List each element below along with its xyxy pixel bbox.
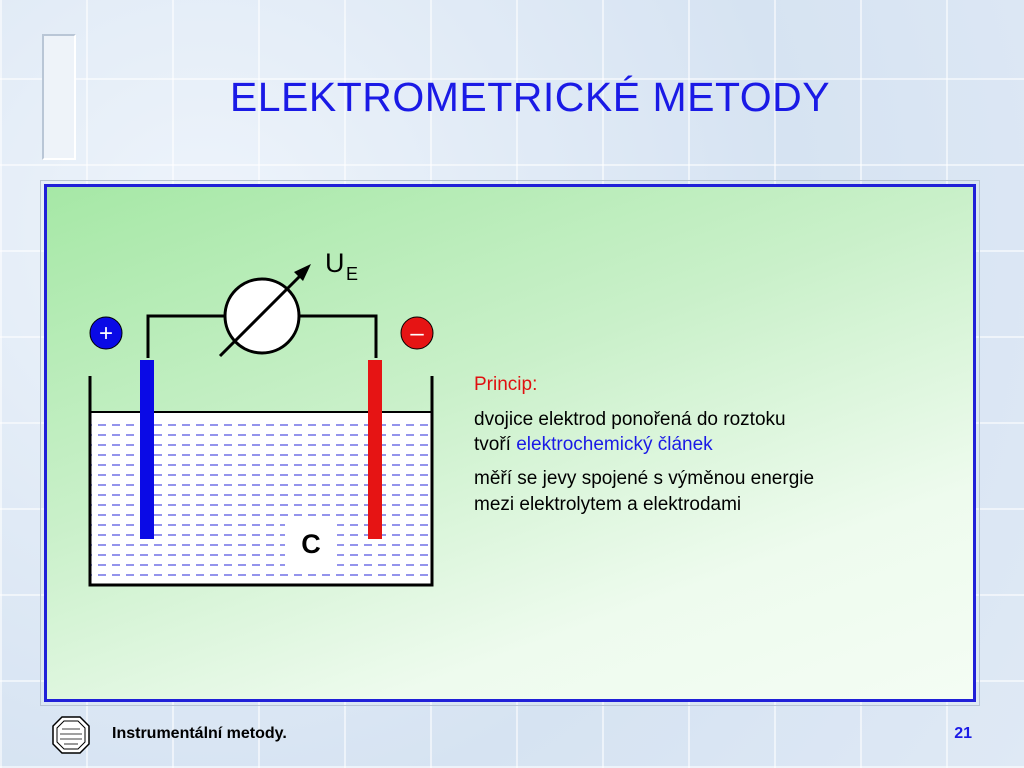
meter-label-subscript: E	[346, 264, 358, 284]
principle-line-4: mezi elektrolytem a elektrodami	[474, 493, 742, 515]
negative-electrode	[368, 360, 382, 539]
wire-right	[298, 314, 378, 358]
positive-electrode	[140, 360, 154, 539]
principle-line-1: dvojice elektrod ponořená do roztoku	[474, 408, 786, 430]
voltmeter-needle	[218, 274, 302, 358]
principle-paragraph-1: dvojice elektrod ponořená do roztoku tvo…	[474, 407, 954, 458]
panel-frame	[40, 180, 980, 706]
wire-left	[146, 314, 226, 358]
slide-title: ELEKTROMETRICKÉ METODY	[229, 74, 831, 120]
plus-sign: +	[99, 320, 113, 347]
minus-badge-icon	[400, 316, 434, 350]
principle-line-2-prefix: tvoří	[474, 434, 517, 456]
side-decoration	[42, 34, 76, 160]
minus-sign: –	[410, 320, 424, 347]
page-number: 21	[954, 725, 972, 742]
meter-label: U	[325, 248, 345, 278]
principle-text: Princip: dvojice elektrod ponořená do ro…	[474, 372, 954, 525]
plus-badge-icon	[89, 316, 123, 350]
cell-label: C	[301, 529, 321, 559]
cell-label-box	[285, 520, 337, 566]
needle-arrowhead-icon	[294, 264, 311, 281]
principle-paragraph-2: měří se jevy spojené s výměnou energie m…	[474, 466, 954, 517]
principle-highlight: elektrochemický článek	[516, 434, 713, 456]
principle-heading: Princip:	[474, 374, 538, 395]
vessel	[88, 376, 434, 587]
institution-logo-icon	[52, 716, 90, 754]
principle-line-3: měří se jevy spojené s výměnou energie	[474, 467, 815, 489]
footer-title: Instrumentální metody.	[112, 725, 287, 742]
